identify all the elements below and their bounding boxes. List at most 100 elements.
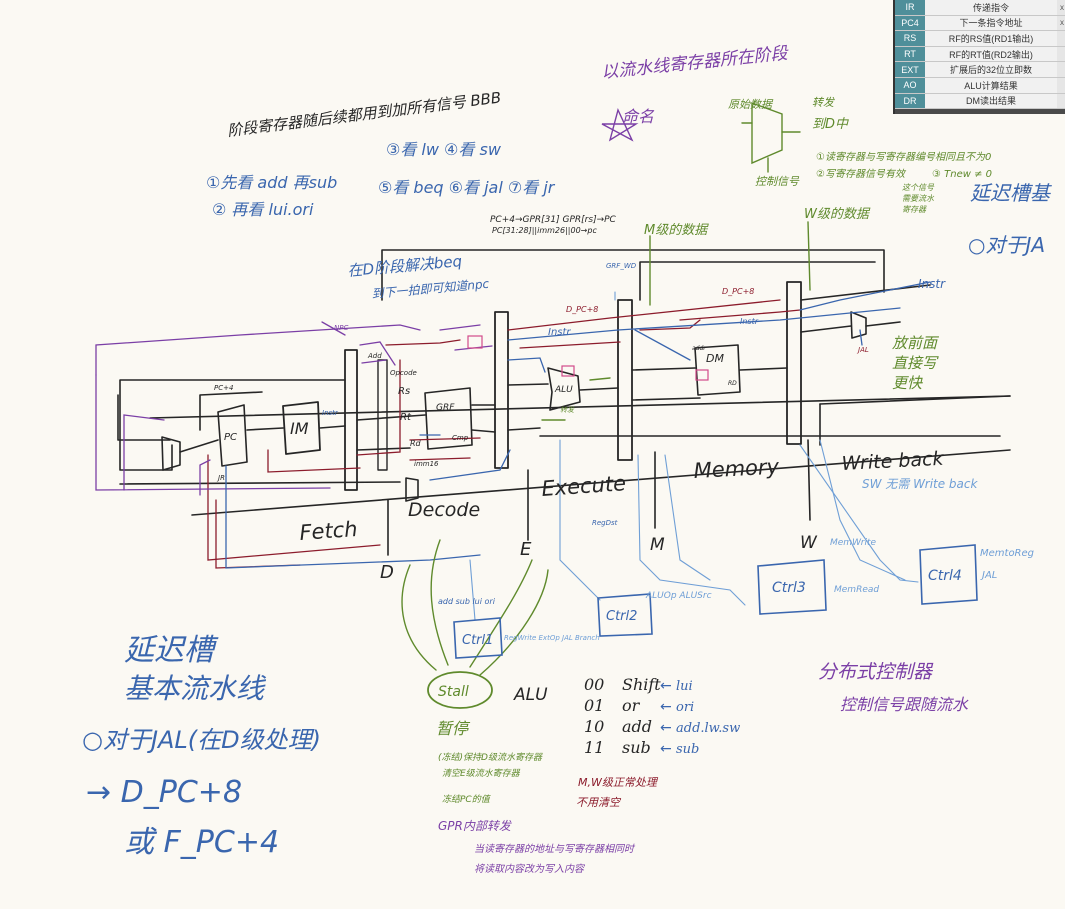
datapath-blue — [225, 281, 931, 569]
alu-instr: lui — [676, 679, 693, 694]
stall-cond-4: 这个信号 — [902, 183, 935, 192]
stage-decode: Decode — [408, 499, 480, 521]
signal-key: IR — [895, 0, 925, 16]
letter-e: E — [520, 539, 532, 560]
forwarding-label: 转发 — [560, 406, 575, 414]
delay-slot-5: 或 F_PC+4 — [124, 825, 279, 860]
signal-flag — [1057, 46, 1065, 63]
d-branch-note-2: 到下一拍即可知道npc — [371, 277, 490, 301]
plan-2: ② 再看 lui.ori — [212, 200, 314, 219]
datapath-green — [401, 101, 811, 676]
stall-unit — [427, 671, 493, 709]
w-data-note: W级的数据 — [804, 207, 871, 222]
decode-list: add sub lui ori — [438, 597, 496, 606]
gpr-bypass: GPR内部转发 — [438, 819, 513, 833]
datapath-lightblue — [469, 291, 919, 621]
stall-desc-1: (冻结)保持D级流水寄存器 — [438, 752, 543, 763]
signal-key: DR — [895, 93, 925, 110]
right-delay-1: 延迟槽基 — [970, 181, 1052, 205]
mw-note-1: M,W级正常处理 — [578, 776, 659, 789]
sw-note: SW 无需 Write back — [862, 477, 979, 491]
jal-earlier-3: 更快 — [892, 374, 923, 392]
stall-cond-3: ③ Tnew ≠ 0 — [932, 169, 992, 180]
stage-fetch: Fetch — [299, 517, 359, 545]
stall-cn-label: 暂停 — [436, 719, 471, 738]
letter-w: W — [800, 533, 818, 553]
regdst-label: RegDst — [592, 519, 618, 527]
signal-desc: DM读出结果 — [925, 93, 1057, 110]
signal-key: AO — [895, 77, 925, 94]
pipeline-structure — [117, 249, 1011, 556]
alu-op: sub — [622, 738, 651, 757]
star-icon — [601, 107, 639, 142]
pink-highlights — [467, 335, 709, 381]
signal-flag — [1057, 77, 1065, 94]
mux-note-2: 控制信号 — [755, 175, 800, 188]
instr-label-w: Instr — [918, 277, 946, 291]
ctrl3-signals-2: MemRead — [834, 585, 879, 595]
signal-key: EXT — [895, 61, 925, 78]
ctrl4-label: Ctrl4 — [928, 568, 962, 584]
signal-key: RT — [895, 46, 925, 63]
naming-note-2: 命名 — [622, 107, 655, 126]
alu-instr: sub — [676, 742, 699, 757]
add-label: Add — [367, 352, 382, 360]
alu-op: Shift — [622, 675, 661, 694]
instr-label-m: Instr — [740, 317, 759, 326]
pc4-label: PC+4 — [214, 384, 233, 392]
letter-m: M — [650, 535, 665, 555]
arrow-left-icon: ← — [660, 720, 672, 736]
ctrl2-label: Ctrl2 — [606, 609, 637, 624]
ctrl4-signals-2: JAL — [980, 570, 997, 581]
stage-writeback: Write back — [841, 448, 945, 475]
stall-cond-5: 需要流水 — [902, 194, 935, 203]
ctrl1-signals: RegWrite ExtOp JAL Branch — [504, 634, 600, 642]
rd-mem-label: RD — [728, 380, 737, 387]
jr-label: JR — [216, 474, 225, 482]
gpr-desc-1: 当读寄存器的地址与写寄存器相同时 — [474, 843, 636, 855]
alu-code: 01 — [584, 696, 604, 715]
delay-slot-3: ○对于JAL(在D级处理) — [82, 726, 321, 754]
signal-desc: ALU计算结果 — [925, 77, 1057, 94]
imm-label: imm16 — [414, 460, 439, 468]
jal-earlier-1: 放前面 — [892, 334, 940, 352]
dist-ctrl-2: 控制信号跟随流水 — [840, 695, 969, 714]
ctrl2-box — [597, 593, 653, 637]
alu-op: or — [622, 696, 641, 715]
ctrl1-box — [453, 617, 503, 659]
grfwd-label: GRF_WD — [606, 262, 637, 270]
alu-code: 00 — [584, 675, 604, 694]
top-title: 阶段寄存器随后续都用到加所有信号 BBB — [226, 89, 502, 140]
alu-op: add — [622, 717, 652, 736]
jal-mux-label: JAL — [856, 346, 869, 354]
letter-d: D — [380, 562, 394, 583]
grf-label: GRF — [436, 403, 455, 413]
arrow-left-icon: ← — [660, 678, 672, 694]
signal-flag: x — [1057, 0, 1065, 16]
rd-label: Rd — [410, 439, 422, 448]
arrow-left-icon: ← — [660, 741, 672, 757]
mux-note-4: 到D中 — [812, 117, 849, 132]
signal-flag: x — [1057, 15, 1065, 32]
alu-instr: ori — [676, 700, 694, 715]
plan-5: ⑤看 beq ⑥看 jal ⑦看 jr — [378, 178, 556, 197]
alu-table-title: ALU — [513, 685, 548, 705]
ctrl4-signals-1: MemtoReg — [980, 548, 1034, 559]
signal-desc: RF的RS值(RD1输出) — [925, 30, 1057, 47]
npc-label: NPC — [334, 324, 348, 332]
stage-execute: Execute — [541, 471, 627, 501]
opcode-label: Opcode — [390, 369, 417, 377]
rt-label: Rt — [400, 412, 412, 423]
ctrl3-signals-1: MemWrite — [830, 538, 877, 548]
stall-label: Stall — [438, 684, 469, 700]
mux-note-3: 转发 — [812, 96, 835, 109]
dm-label: DM — [706, 352, 724, 365]
im-label: IM — [290, 419, 309, 438]
gpr-desc-2: 将读取内容改为写入内容 — [474, 863, 586, 875]
stall-cond-2: ②写寄存器信号有效 — [816, 168, 907, 180]
dpc8-label-m: D_PC+8 — [722, 287, 754, 296]
